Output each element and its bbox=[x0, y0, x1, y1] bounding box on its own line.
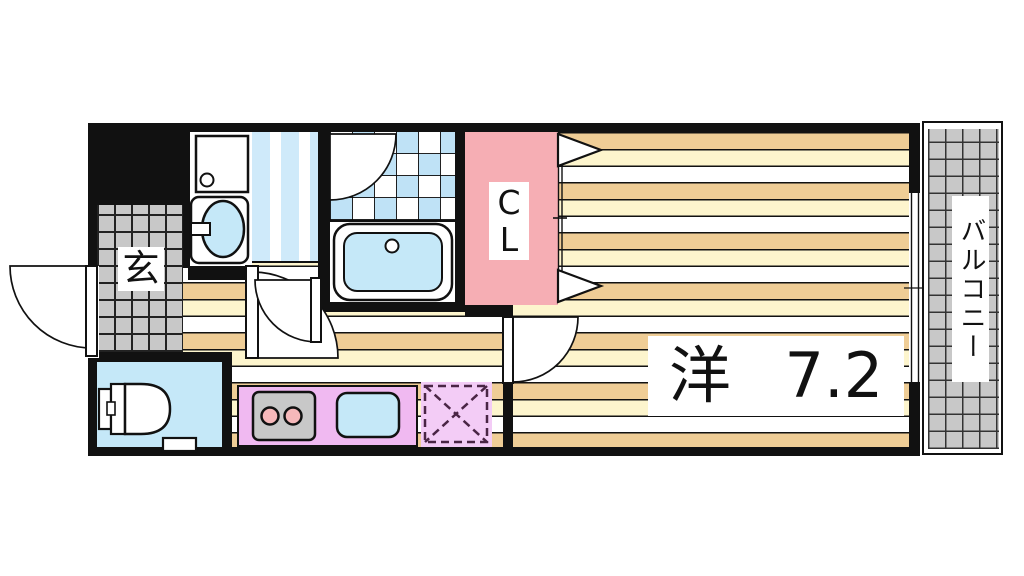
wall-under-vanity bbox=[188, 266, 246, 280]
wall-toilet-top bbox=[88, 352, 232, 362]
refrigerator-space bbox=[421, 382, 492, 447]
closet-label: CL bbox=[489, 182, 529, 260]
wall-closet-bottom bbox=[465, 305, 513, 317]
entrance-label: 玄 bbox=[118, 247, 164, 291]
wall-bathroom-left bbox=[318, 132, 330, 312]
laundry-vanity-area bbox=[190, 132, 252, 268]
toilet-room bbox=[97, 362, 222, 447]
bathroom-tile-floor bbox=[330, 132, 455, 220]
bathtub-zone bbox=[330, 220, 455, 302]
entry-door-opening bbox=[87, 266, 99, 358]
entry-door-icon bbox=[9, 265, 98, 357]
wall-bathroom-right bbox=[455, 132, 465, 312]
balcony-window-opening bbox=[909, 193, 922, 382]
washroom-floor bbox=[252, 132, 318, 263]
main-room-label: 洋 7.2 bbox=[648, 336, 904, 416]
wall-toilet-right bbox=[222, 362, 232, 448]
balcony-label: バルコニー bbox=[952, 196, 989, 382]
wall-mainroom-left bbox=[503, 383, 513, 447]
wall-bathroom-bottom bbox=[318, 302, 465, 312]
kitchen-counter bbox=[237, 385, 418, 447]
